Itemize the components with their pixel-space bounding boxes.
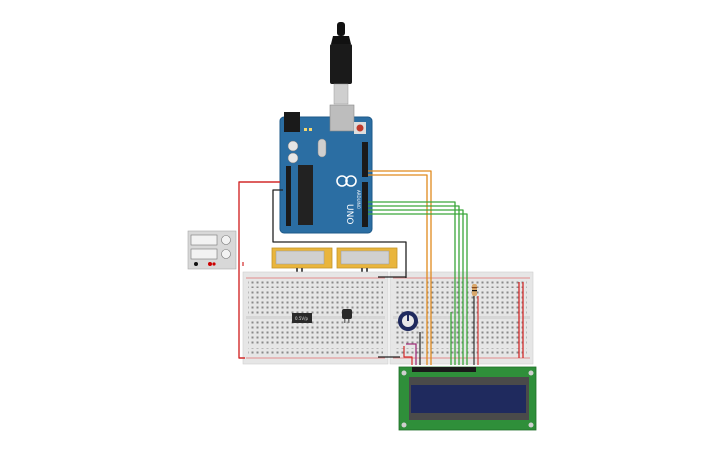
arduino-uno-board[interactable]: UNO ARDUINO bbox=[279, 104, 373, 234]
potentiometer-icon[interactable] bbox=[398, 311, 418, 331]
sensor-chip-label: 0.5V/p bbox=[295, 316, 308, 321]
sensor-module-left[interactable] bbox=[271, 247, 333, 273]
lcd-display[interactable] bbox=[398, 366, 537, 431]
power-supply-icon[interactable] bbox=[187, 230, 237, 270]
usb-plug-icon[interactable] bbox=[330, 22, 352, 105]
breadboard-left[interactable] bbox=[242, 271, 389, 365]
wires[interactable] bbox=[238, 170, 524, 365]
uno-label: UNO bbox=[344, 204, 354, 224]
transistor[interactable] bbox=[342, 309, 352, 323]
resistor[interactable] bbox=[472, 284, 477, 296]
arduino-label: ARDUINO bbox=[356, 190, 361, 209]
sensor-module-right[interactable] bbox=[336, 247, 398, 273]
sensor-chip[interactable]: 0.5V/p bbox=[292, 313, 312, 323]
